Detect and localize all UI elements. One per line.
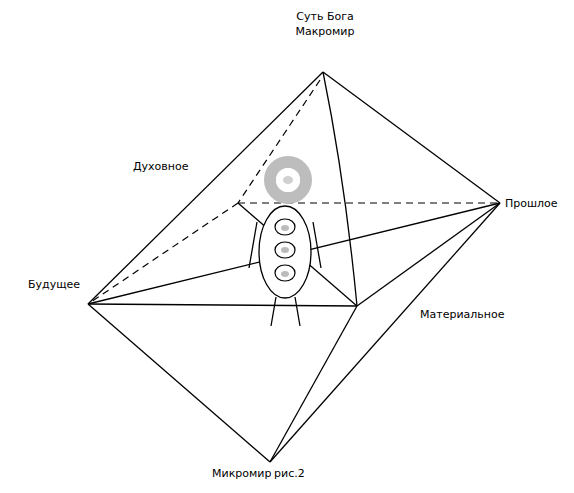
- region-label: Микромир: [212, 467, 271, 480]
- region-label: Будущее: [28, 278, 80, 291]
- chakra-circle: [275, 242, 295, 258]
- leg-line: [295, 297, 300, 326]
- hidden-edge: [238, 80, 320, 203]
- edge-line: [88, 304, 357, 306]
- head-center: [276, 168, 300, 192]
- arm-line: [249, 222, 257, 268]
- chakra-spot: [281, 247, 289, 253]
- hidden-edge: [238, 202, 500, 203]
- edge-line: [270, 306, 357, 462]
- region-label: Духовное: [133, 160, 189, 173]
- edge-line: [323, 72, 357, 306]
- arm-line: [313, 222, 321, 268]
- hidden-edge: [88, 203, 238, 304]
- edge-line: [88, 72, 323, 304]
- edge-line: [88, 304, 270, 462]
- head-ring: [270, 162, 306, 198]
- body-oval: [259, 206, 311, 298]
- region-label: Суть Бога: [296, 10, 353, 23]
- region-label: Макромир: [295, 25, 354, 38]
- edge-line: [357, 203, 500, 306]
- chakra-spot: [281, 271, 289, 277]
- figure-caption: рис.2: [274, 467, 305, 480]
- region-label: Прошлое: [505, 197, 558, 210]
- edge-line: [323, 72, 500, 203]
- region-label: Материальное: [420, 308, 504, 321]
- head-spot: [283, 176, 293, 184]
- chakra-circle: [275, 219, 295, 235]
- leg-line: [271, 297, 276, 326]
- chakra-circle: [275, 265, 295, 281]
- edge-line: [88, 203, 500, 304]
- human-figure: [249, 162, 321, 326]
- chakra-spot: [281, 225, 289, 231]
- edge-line: [238, 203, 357, 306]
